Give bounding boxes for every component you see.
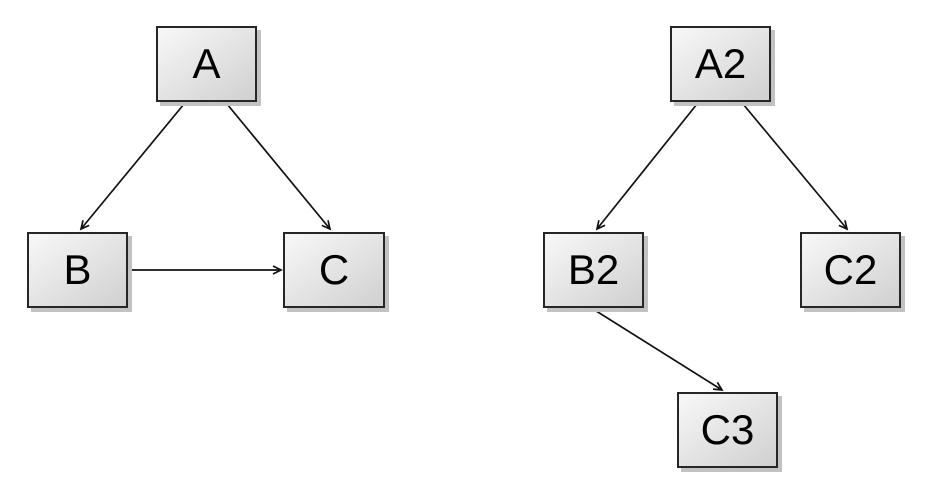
- edge-A-to-B: [79, 103, 185, 231]
- node-C[interactable]: C: [283, 232, 385, 308]
- node-A[interactable]: A: [156, 26, 257, 102]
- edge-B2-to-C3: [592, 308, 724, 392]
- node-C3[interactable]: C3: [677, 392, 778, 468]
- edge-A2-to-C2: [742, 103, 849, 231]
- edge-A-to-C: [226, 103, 332, 231]
- edge-A2-to-B2: [595, 103, 698, 231]
- node-B2[interactable]: B2: [543, 232, 644, 308]
- node-C2[interactable]: C2: [800, 232, 901, 308]
- node-B[interactable]: B: [27, 232, 128, 308]
- node-A2[interactable]: A2: [670, 26, 771, 102]
